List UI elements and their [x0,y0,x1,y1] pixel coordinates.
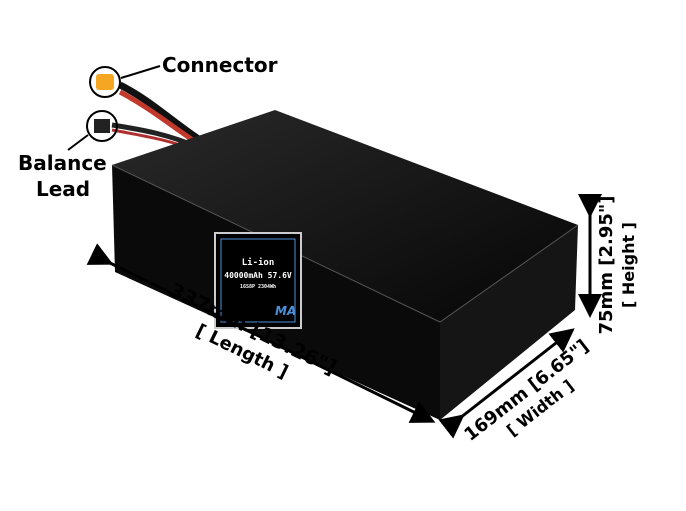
balance-lead-icon [86,110,118,142]
label-chemistry: Li-ion [242,257,275,268]
balance-leader-line [67,134,89,151]
length-arrow [86,243,436,423]
balance-callout-line2: Lead [36,177,90,201]
height-value: 75mm [2.95"] [596,195,617,334]
battery-pack [111,110,579,420]
connector-callout: Connector [162,53,278,77]
brand-logo: MA [275,304,296,318]
connector-leader-line [120,65,161,79]
width-arrow [438,328,575,439]
height-label: [ Height ] [619,222,638,308]
connector-icon [89,66,121,98]
label-config-energy: 16S8P 2304Wh [240,284,276,290]
label-capacity-voltage: 40000mAh 57.6V [224,271,292,280]
balance-callout-line1: Balance [18,151,107,175]
